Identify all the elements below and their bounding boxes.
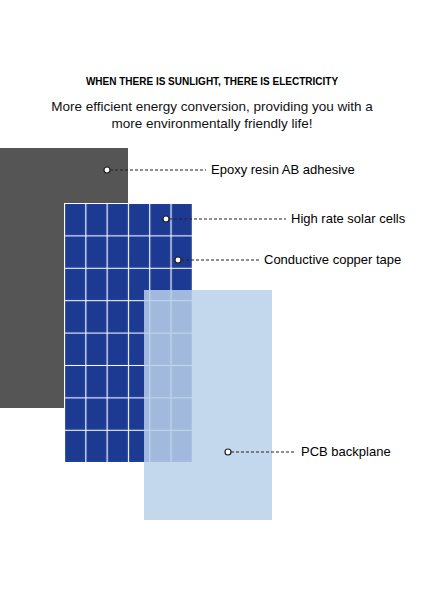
leader-dots	[104, 167, 231, 455]
layer-label: PCB backplane	[300, 444, 392, 460]
subtitle: More efficient energy conversion, provid…	[40, 98, 384, 132]
pcb-layer	[144, 290, 272, 520]
leader-lines	[110, 170, 296, 452]
title: WHEN THERE IS SUNLIGHT, THERE IS ELECTRI…	[0, 76, 424, 87]
layer-label: Conductive copper tape	[263, 252, 402, 268]
layer-label: High rate solar cells	[290, 211, 406, 227]
layer-label: Epoxy resin AB adhesive	[210, 162, 356, 178]
